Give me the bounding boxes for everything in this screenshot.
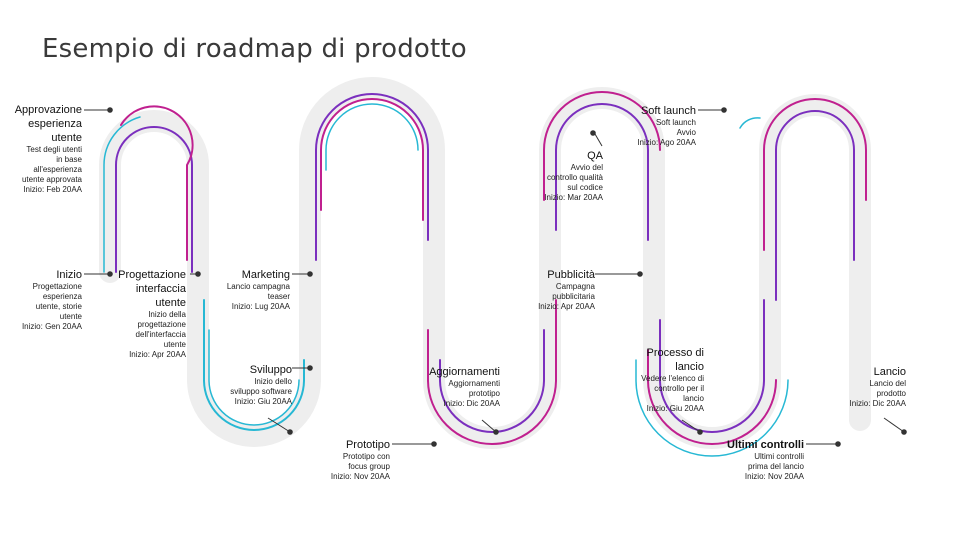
lane-segment [315, 93, 429, 261]
milestone-ultimi-controlli: Ultimi controlli Ultimi controlli prima … [712, 438, 804, 482]
milestone-dot [901, 429, 907, 435]
lane-segment [543, 91, 661, 201]
milestone-dot [107, 107, 113, 113]
milestone-description: Campagna pubblicitaria Inizio: Apr 20AA [538, 282, 595, 311]
road-lanes [103, 91, 867, 457]
lane-segment [120, 105, 194, 261]
lane-segment [427, 299, 557, 445]
lane-segment [739, 117, 761, 129]
lane-segment [115, 126, 193, 273]
lane-segment [439, 329, 545, 433]
connector-line [481, 419, 497, 433]
milestone-description: Prototipo con focus group Inizio: Nov 20… [330, 452, 390, 481]
milestone-inizio: Inizio Progettazione esperienza utente, … [6, 268, 82, 332]
milestone-aggiornamenti: Aggiornamenti Aggiornamenti prototipo In… [420, 365, 500, 409]
connector-line [594, 133, 603, 147]
milestone-description: Ultimi controlli prima del lancio Inizio… [744, 452, 804, 481]
milestone-description: Inizio dello sviluppo software Inizio: G… [230, 377, 292, 406]
milestone-marketing: Marketing Lancio campagna teaser Inizio:… [210, 268, 290, 312]
milestone-prototipo: Prototipo Prototipo con focus group Iniz… [310, 438, 390, 482]
connector-line [883, 417, 905, 433]
milestone-description: Soft launch Avvio Inizio: Ago 20AA [637, 118, 696, 147]
lane-segment [320, 98, 424, 221]
milestone-description: Aggiornamenti prototipo Inizio: Dic 20AA [443, 379, 500, 408]
lane-segment [775, 110, 855, 301]
connector-line [267, 417, 291, 433]
milestone-pubblicita: Pubblicità Campagna pubblicitaria Inizio… [520, 268, 595, 312]
lane-segment [325, 103, 419, 171]
milestone-description: Test degli utenti in base all'esperienza… [21, 145, 82, 194]
milestone-title: Pubblicità [547, 269, 595, 281]
milestone-description: Avvio del controllo qualità sul codice I… [544, 163, 603, 202]
lane-segment [103, 116, 141, 273]
page-title: Esempio di roadmap di prodotto [42, 34, 467, 64]
milestone-approvazione: Approvazione esperienza utente Test degl… [4, 103, 82, 195]
milestone-soft-launch: Soft launch Soft launch Avvio Inizio: Ag… [620, 104, 696, 148]
milestone-title: Marketing [241, 269, 290, 281]
lane-segment [203, 299, 305, 431]
milestone-title: Aggiornamenti [429, 366, 500, 378]
milestone-progettazione: Progettazione interfaccia utente Inizio … [108, 268, 186, 360]
milestone-description: Inizio della progettazione dell'interfac… [129, 310, 186, 359]
milestone-dot [431, 441, 437, 447]
milestone-dot [107, 271, 113, 277]
milestone-title: Processo di lancio [646, 347, 704, 373]
milestone-dot [697, 429, 703, 435]
milestone-dot [637, 271, 643, 277]
milestone-title: Prototipo [345, 439, 390, 451]
milestone-sviluppo: Sviluppo Inizio dello sviluppo software … [208, 363, 292, 407]
milestone-description: Lancio campagna teaser Inizio: Lug 20AA [226, 282, 290, 311]
milestone-dot [195, 271, 201, 277]
milestone-dot [590, 130, 596, 136]
milestone-title: Progettazione interfaccia utente [118, 269, 186, 309]
milestone-dot [307, 365, 313, 371]
milestone-title: Approvazione esperienza utente [14, 104, 82, 144]
connector-line [681, 419, 701, 433]
lane-segment [647, 349, 777, 445]
milestone-lancio: Lancio Lancio del prodotto Inizio: Dic 2… [834, 365, 906, 409]
milestone-title: QA [587, 150, 603, 162]
lane-segment [763, 98, 867, 251]
milestone-dot [493, 429, 499, 435]
milestone-description: Progettazione esperienza utente, storie … [21, 282, 82, 331]
road-background [99, 77, 871, 449]
milestone-dot [307, 271, 313, 277]
lane-segment [208, 329, 300, 426]
milestone-title: Soft launch [640, 105, 696, 117]
milestone-connectors [84, 107, 907, 447]
lane-segment [555, 103, 649, 241]
milestone-description: Vedere l'elenco di controllo per il lanc… [641, 374, 704, 413]
lane-segment [635, 359, 789, 457]
milestone-dot [721, 107, 727, 113]
milestone-dot [287, 429, 293, 435]
milestone-title: Ultimi controlli [727, 439, 804, 451]
milestone-title: Inizio [56, 269, 82, 281]
milestone-dot [835, 441, 841, 447]
milestone-qa: QA Avvio del controllo qualità sul codic… [528, 149, 603, 203]
milestone-title: Lancio [873, 366, 906, 378]
milestone-processo: Processo di lancio Vedere l'elenco di co… [624, 346, 704, 414]
milestone-title: Sviluppo [249, 364, 292, 376]
milestone-description: Lancio del prodotto Inizio: Dic 20AA [849, 379, 906, 408]
lane-segment [659, 299, 765, 433]
